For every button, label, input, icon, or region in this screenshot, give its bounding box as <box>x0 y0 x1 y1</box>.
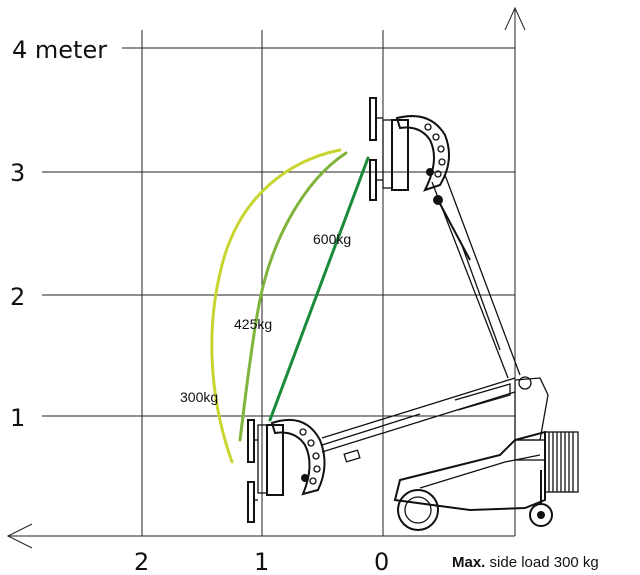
max-label: Max. <box>452 554 485 571</box>
x-tick-1: 1 <box>254 548 269 575</box>
label-600kg: 600kg <box>313 231 351 247</box>
lifting-machine-illustration <box>247 97 579 531</box>
front-wheel <box>397 489 439 531</box>
lower-boom <box>321 377 516 453</box>
machine-base <box>393 430 546 512</box>
x-tick-2: 2 <box>134 548 149 575</box>
lower-suction-head <box>247 418 326 523</box>
y-tick-labels: 4 meter 3 2 1 <box>10 36 107 432</box>
side-load-text: side load 300 kg <box>485 554 598 571</box>
y-tick-2: 2 <box>10 283 25 311</box>
label-425kg: 425kg <box>234 316 272 332</box>
upper-boom <box>431 174 521 379</box>
y-tick-4: 4 meter <box>12 36 107 64</box>
label-300kg: 300kg <box>180 389 218 405</box>
horizontal-axis-arrow <box>6 523 33 549</box>
load-curves <box>210 148 370 464</box>
load-curve-425kg <box>238 151 348 442</box>
grille-lines <box>548 432 574 492</box>
y-tick-3: 3 <box>10 159 25 187</box>
max-side-load-note: Max. side load 300 kg <box>452 554 599 571</box>
y-tick-1: 1 <box>10 404 25 432</box>
vertical-axis-arrow <box>504 6 526 31</box>
upper-suction-head <box>369 97 450 201</box>
load-curve-600kg <box>268 156 370 422</box>
grid <box>42 30 515 536</box>
mast <box>514 377 549 441</box>
x-tick-0: 0 <box>374 548 389 575</box>
load-labels: 600kg 425kg 300kg <box>180 231 351 405</box>
x-tick-labels: 2 1 0 <box>134 548 389 575</box>
machine-base-panel <box>419 454 541 489</box>
load-curve-300kg <box>210 148 342 464</box>
